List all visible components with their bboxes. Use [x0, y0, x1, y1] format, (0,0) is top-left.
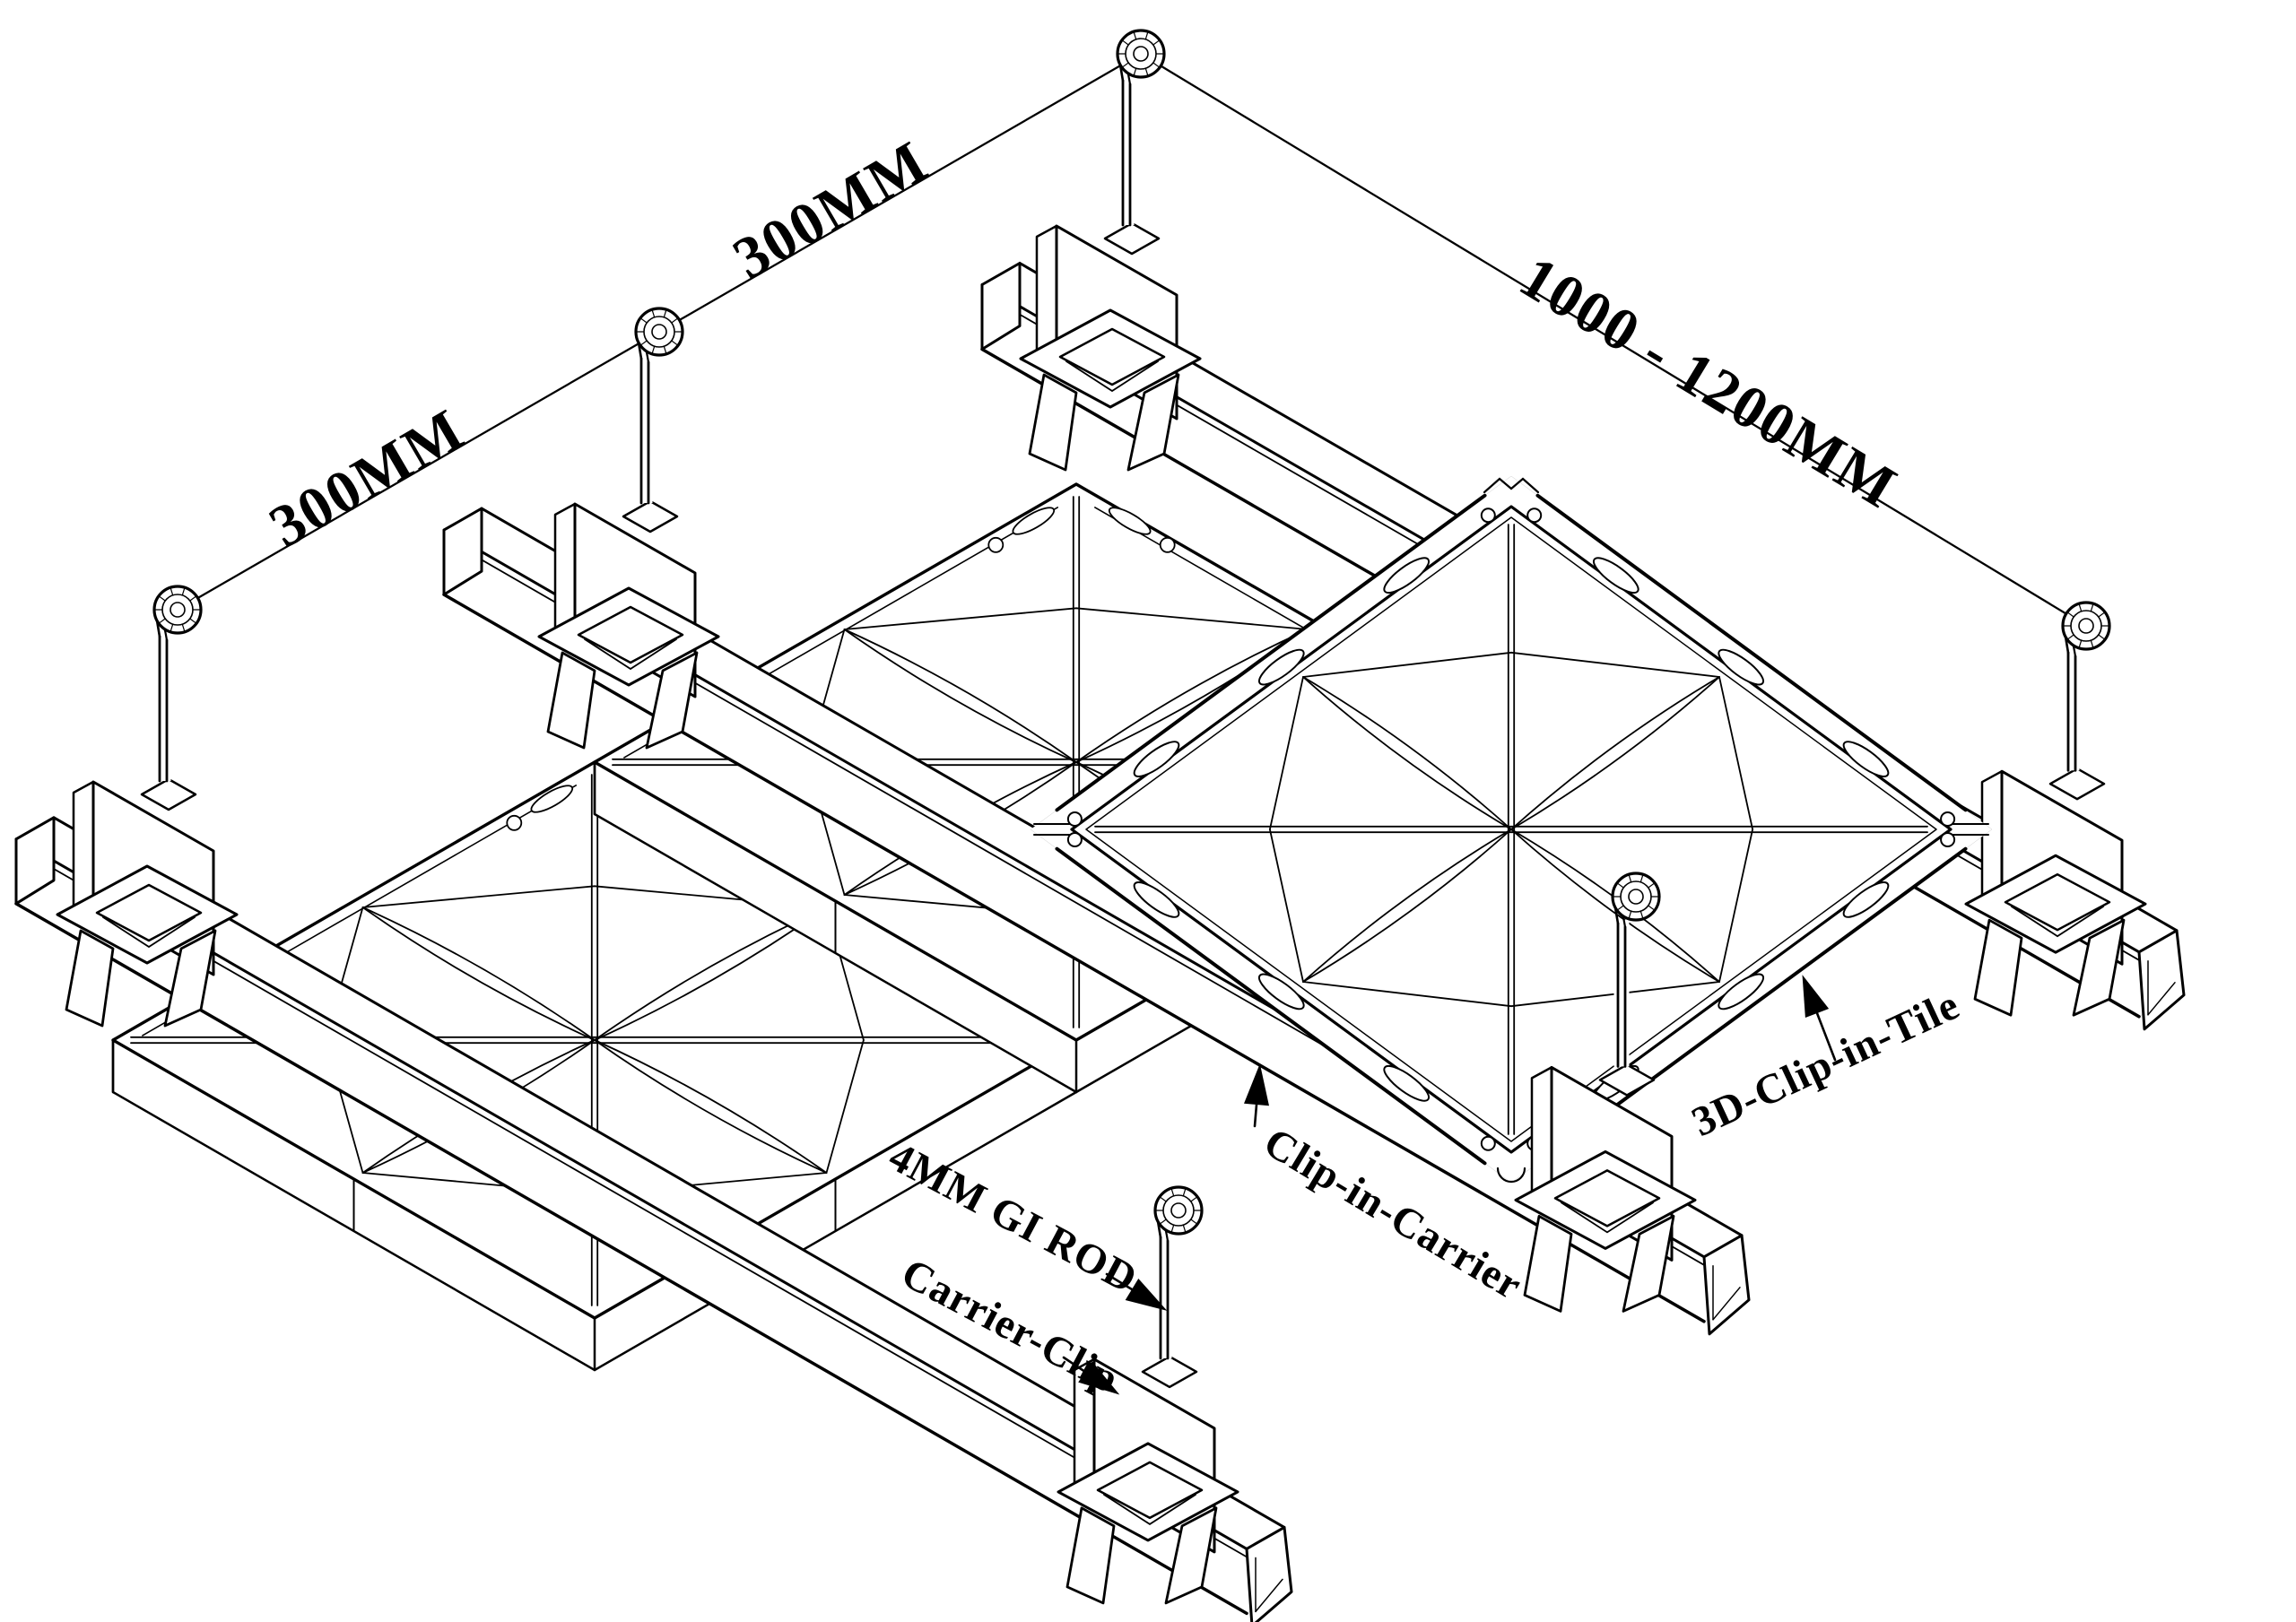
carrier-clip-bottom	[1057, 1185, 1239, 1605]
arrow-carrier-clip	[1062, 1356, 1120, 1395]
carrier-clip-top	[1019, 29, 1202, 472]
dimension-label-hanger-spacing: 1000 - 1200MM	[1509, 244, 1909, 522]
arrow-3d-tile	[1802, 975, 1837, 1062]
carrier-clip-far-left	[56, 585, 239, 1028]
carrier-clip-upper-left	[537, 307, 720, 750]
carrier-clip-right	[1964, 601, 2147, 1017]
carrier-rail-front	[14, 816, 1293, 1622]
lifted-tile	[1030, 475, 1993, 1184]
carrier-clip-under-tile	[1514, 872, 1697, 1313]
dimension-label-carrier-spacing-mid: 300MM	[722, 127, 939, 291]
arrow-gi-rod	[1105, 1272, 1168, 1311]
dimension-line-hanger-spacing	[1139, 52, 2088, 628]
arrow-clip-in-carrier	[1244, 1063, 1269, 1128]
